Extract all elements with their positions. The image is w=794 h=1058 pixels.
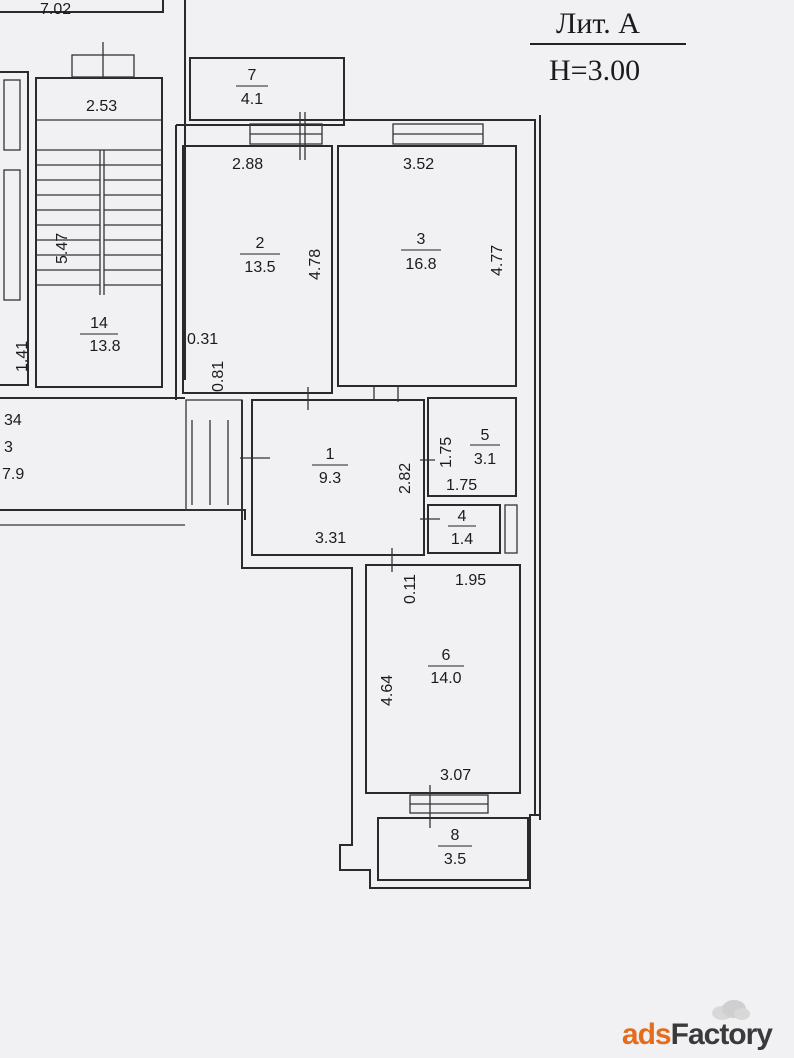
- room-1-label: 1 9.3: [312, 446, 348, 487]
- svg-text:16.8: 16.8: [405, 256, 436, 273]
- room-7-label: 7 4.1: [236, 67, 268, 108]
- dim-label: 3.07: [440, 767, 471, 784]
- dim-label: 2.88: [232, 156, 263, 173]
- svg-text:14: 14: [90, 315, 108, 332]
- svg-text:13.5: 13.5: [244, 259, 275, 276]
- svg-text:6: 6: [442, 647, 451, 664]
- dim-label: 0.81: [210, 361, 227, 392]
- room-14-label: 14 13.8: [80, 315, 121, 355]
- svg-text:13.8: 13.8: [89, 338, 120, 355]
- dim-label: 0.31: [187, 331, 218, 348]
- dim-label: 3.31: [315, 530, 346, 547]
- room-4-label: 4 1.4: [448, 508, 476, 548]
- dim-label: 4.78: [307, 249, 324, 280]
- dim-label: 2.82: [397, 463, 414, 494]
- neighbor-section: [0, 0, 246, 526]
- svg-text:7: 7: [248, 67, 257, 84]
- building-letter: Лит. А: [556, 7, 640, 40]
- svg-text:9.3: 9.3: [319, 470, 341, 487]
- room-5-label: 5 3.1: [470, 427, 500, 468]
- svg-text:1.4: 1.4: [451, 531, 473, 548]
- svg-text:14.0: 14.0: [430, 670, 461, 687]
- svg-text:4.1: 4.1: [241, 91, 263, 108]
- room-2-label: 2 13.5: [240, 235, 280, 276]
- staircase: [36, 149, 162, 295]
- svg-text:8: 8: [451, 827, 460, 844]
- dim-label: 3.52: [403, 156, 434, 173]
- room-6-label: 6 14.0: [428, 647, 464, 687]
- room-8-label: 8 3.5: [438, 827, 472, 868]
- svg-text:4: 4: [458, 508, 467, 525]
- dim-label: 4.77: [489, 245, 506, 276]
- svg-text:7.9: 7.9: [2, 466, 24, 483]
- svg-text:3.1: 3.1: [474, 451, 496, 468]
- svg-text:3.5: 3.5: [444, 851, 466, 868]
- svg-text:2: 2: [256, 235, 265, 252]
- dim-label: 0.11: [402, 574, 419, 604]
- room-13-label: 3 7.9: [2, 439, 24, 483]
- dim-label: 1.95: [455, 572, 486, 589]
- dim-label: 4.64: [379, 675, 396, 706]
- svg-text:1: 1: [326, 446, 335, 463]
- dim-label: 1.41: [14, 341, 31, 372]
- dim-label: 1.75: [438, 437, 455, 468]
- apartment-outline: [175, 57, 541, 889]
- dim-label: 34: [4, 412, 22, 429]
- dim-label: 7.02: [40, 1, 71, 18]
- svg-text:3: 3: [417, 231, 426, 248]
- room-3-label: 3 16.8: [401, 231, 441, 273]
- cloud-icon: [708, 996, 752, 1030]
- svg-text:5: 5: [481, 427, 490, 444]
- dim-label: 1.75: [446, 477, 477, 494]
- dim-label: 2.53: [86, 98, 117, 115]
- ceiling-height: H=3.00: [549, 54, 640, 87]
- watermark: adsFactory: [622, 1000, 773, 1052]
- svg-text:3: 3: [4, 439, 13, 456]
- dim-label: 5.47: [54, 233, 71, 264]
